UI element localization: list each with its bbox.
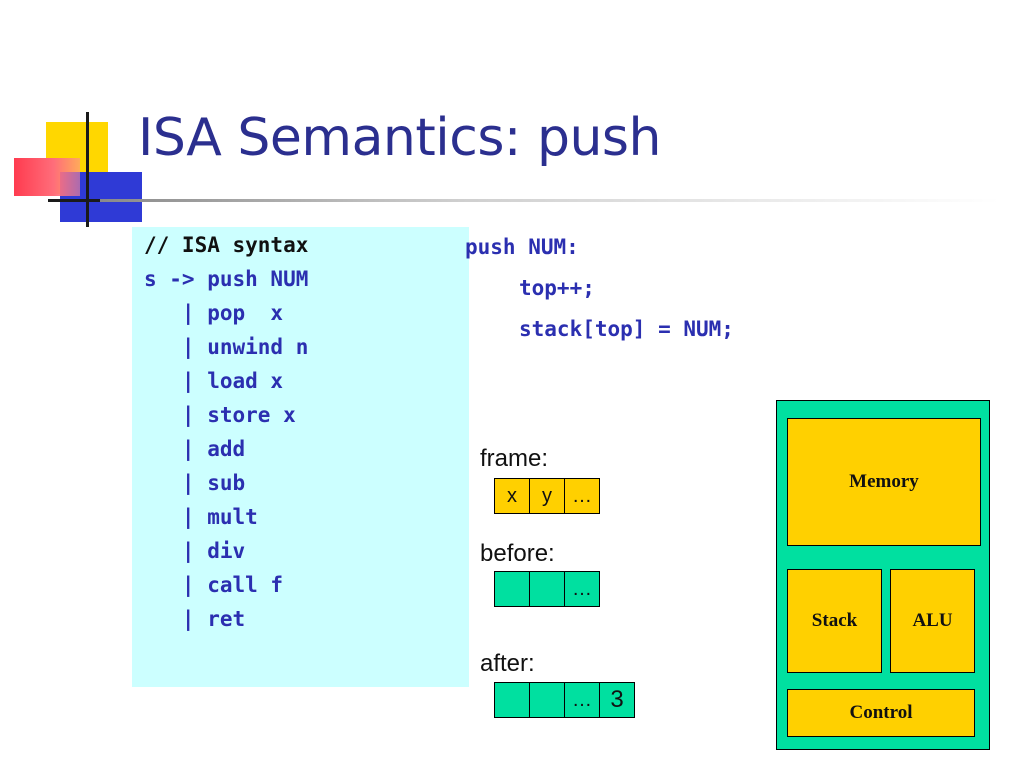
syntax-line: | add <box>144 437 246 461</box>
syntax-line: | pop x <box>144 301 284 325</box>
semantics-line: top++; <box>519 276 595 300</box>
frame-cell: … <box>564 478 600 514</box>
stack-unit: Stack <box>787 569 882 673</box>
after-cell-value: 3 <box>599 682 635 718</box>
before-cell <box>529 571 565 607</box>
syntax-line: | sub <box>144 471 246 495</box>
syntax-line: | ret <box>144 607 246 631</box>
before-cell: … <box>564 571 600 607</box>
syntax-line: | call f <box>144 573 284 597</box>
syntax-line: | load x <box>144 369 284 393</box>
frame-cell: x <box>494 478 530 514</box>
semantics-header: push NUM: <box>465 235 579 259</box>
after-cell <box>494 682 530 718</box>
control-unit: Control <box>787 689 975 737</box>
machine-diagram: Memory Stack ALU Control <box>776 400 990 750</box>
syntax-line: | div <box>144 539 246 563</box>
slide-title: ISA Semantics: push <box>138 108 661 168</box>
title-underline <box>100 199 1000 202</box>
after-cell: … <box>564 682 600 718</box>
semantics-line: stack[top] = NUM; <box>519 317 734 341</box>
syntax-line: | store x <box>144 403 296 427</box>
logo-red-bar <box>14 158 80 196</box>
after-cells: … 3 <box>494 682 635 718</box>
syntax-line: | unwind n <box>144 335 309 359</box>
after-label: after: <box>480 650 535 677</box>
syntax-comment: // ISA syntax <box>144 233 309 257</box>
logo-horizontal-line <box>48 199 148 202</box>
logo-vertical-line <box>86 112 89 227</box>
before-cells: … <box>494 571 600 607</box>
syntax-code: // ISA syntax s -> push NUM | pop x | un… <box>144 228 308 636</box>
frame-label: frame: <box>480 445 549 472</box>
before-cell <box>494 571 530 607</box>
memory-unit: Memory <box>787 418 981 546</box>
frame-cells: x y … <box>494 478 600 514</box>
after-cell <box>529 682 565 718</box>
push-semantics-code: push NUM: top++; stack[top] = NUM; <box>465 227 734 350</box>
alu-unit: ALU <box>890 569 975 673</box>
syntax-box: // ISA syntax s -> push NUM | pop x | un… <box>132 227 469 687</box>
syntax-line: s -> push NUM <box>144 267 309 291</box>
before-label: before: <box>480 540 555 567</box>
frame-cell: y <box>529 478 565 514</box>
syntax-line: | mult <box>144 505 258 529</box>
